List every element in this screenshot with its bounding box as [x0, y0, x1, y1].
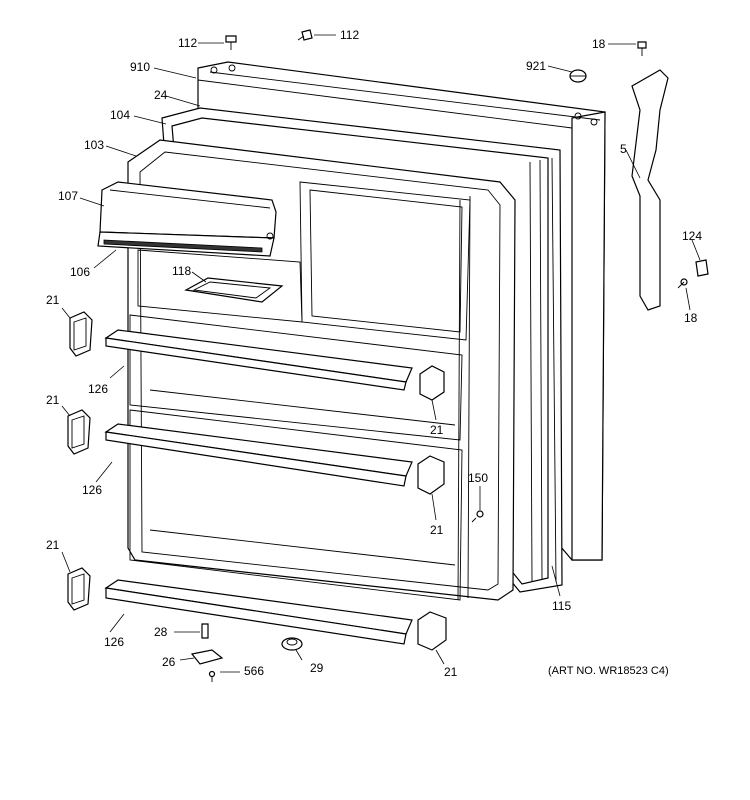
callout-21-left-bottom: 21 — [46, 538, 60, 552]
callout-107: 107 — [58, 189, 78, 203]
art-number: (ART NO. WR18523 C4) — [548, 665, 669, 677]
bracket-124 — [695, 259, 709, 277]
screw-18-top — [637, 41, 647, 56]
callout-115: 115 — [552, 599, 571, 613]
callout-21-right-middle: 21 — [430, 523, 444, 537]
shelf-end-cap-right-top — [419, 365, 445, 401]
callout-910: 910 — [130, 60, 150, 74]
callout-24: 24 — [154, 88, 168, 102]
callout-29: 29 — [310, 661, 324, 675]
screw-150 — [471, 510, 484, 523]
screw-112-left — [225, 35, 237, 50]
callout-18-side: 18 — [684, 311, 698, 325]
callout-5: 5 — [620, 142, 627, 156]
callout-921: 921 — [526, 59, 546, 73]
callout-566: 566 — [244, 664, 264, 678]
callout-28: 28 — [154, 625, 168, 639]
callout-118: 118 — [172, 264, 191, 278]
shelf-end-cap-left-middle — [67, 409, 91, 455]
part-26 — [190, 649, 224, 665]
callout-21-left-top: 21 — [46, 293, 60, 307]
callout-126-upper: 126 — [88, 382, 108, 396]
door-shelf-bar-lower — [104, 579, 413, 645]
door-shelf-bar-upper — [104, 329, 413, 391]
part-28 — [201, 623, 209, 639]
egg-tray — [184, 277, 284, 303]
shelf-end-cap-right-bottom — [417, 611, 447, 651]
callout-26: 26 — [162, 655, 176, 669]
callout-103: 103 — [84, 138, 104, 152]
callout-18-top: 18 — [592, 37, 606, 51]
callout-21-left-middle: 21 — [46, 393, 60, 407]
callout-104: 104 — [110, 108, 130, 122]
leader-lines — [61, 34, 701, 673]
dairy-compartment-door — [97, 181, 277, 257]
screw-566 — [208, 670, 216, 682]
callout-21-right-bottom: 21 — [444, 665, 458, 679]
callout-112-left: 112 — [178, 36, 197, 50]
screw-18-side — [677, 278, 688, 289]
callout-150: 150 — [468, 471, 488, 485]
plug-921 — [569, 69, 587, 83]
hinge-5 — [631, 69, 669, 311]
screw-112-right — [297, 29, 313, 41]
shelf-end-cap-left-bottom — [67, 567, 91, 611]
callout-21-right-top: 21 — [430, 423, 444, 437]
shelf-end-cap-right-middle — [417, 455, 445, 495]
door-shelf-bar-middle — [104, 423, 413, 487]
shelf-end-cap-left-top — [69, 311, 93, 357]
callout-126-lower: 126 — [104, 635, 124, 649]
part-29 — [281, 637, 303, 651]
callout-124: 124 — [682, 229, 702, 243]
callout-112-right: 112 — [340, 28, 359, 42]
callout-126-middle: 126 — [82, 483, 102, 497]
callout-106: 106 — [70, 265, 90, 279]
